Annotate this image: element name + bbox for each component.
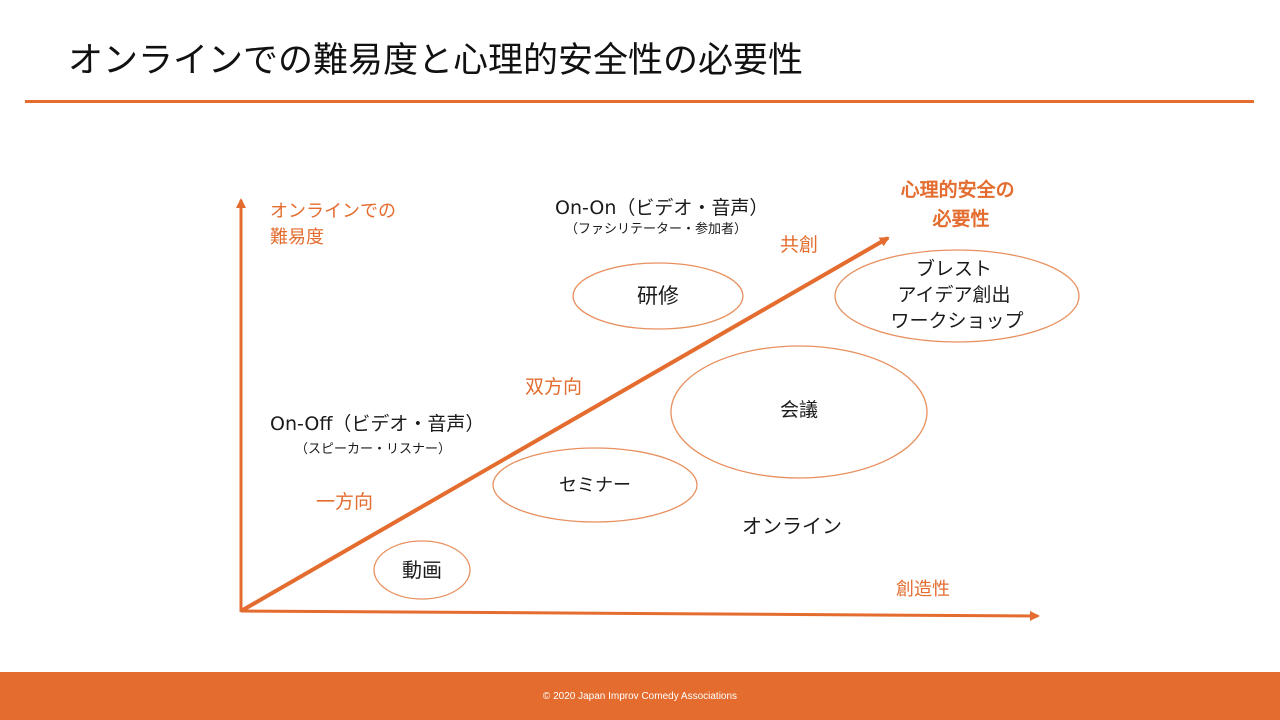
activity-workshop-ellipse — [834, 249, 1080, 343]
activity-training-label: 研修 — [637, 284, 679, 308]
activity-video-label: 動画 — [402, 558, 442, 582]
activity-seminar-ellipse — [492, 447, 698, 523]
activity-meeting-label: 会議 — [780, 399, 818, 421]
trend-label: 心理的安全の 必要性 — [901, 178, 1022, 230]
trend-arrow — [240, 236, 890, 613]
on-on-heading: On-On（ビデオ・音声） — [555, 197, 768, 219]
activity-training-ellipse — [572, 262, 744, 330]
activity-seminar-label: セミナー — [559, 475, 631, 496]
footer-bar: © 2020 Japan Improv Comedy Associations — [0, 672, 1280, 720]
y-axis-label-line-2: 難易度 — [270, 227, 324, 248]
title-divider — [25, 100, 1254, 103]
trend-label-line-1: 心理的安全の — [901, 178, 1015, 201]
on-on-subheading: （ファシリテーター・参加者） — [565, 221, 747, 237]
stage-one-way: 一方向 — [316, 491, 373, 513]
trend-label-line-2: 必要性 — [931, 207, 989, 230]
activity-workshop-line-2: アイデア創出 — [897, 284, 1010, 306]
y-axis-label: オンラインでの 難易度 — [270, 201, 402, 248]
activity-meeting-ellipse — [670, 345, 928, 479]
x-axis-label: 創造性 — [896, 579, 950, 600]
activity-workshop-line-3: ワークショップ — [890, 310, 1023, 332]
stage-two-way: 双方向 — [525, 376, 582, 398]
footer-copyright: © 2020 Japan Improv Comedy Associations — [542, 690, 738, 702]
y-axis-label-line-1: オンラインでの — [270, 201, 396, 222]
slide-title: オンラインでの難易度と心理的安全性の必要性 — [68, 41, 804, 81]
x-axis-arrow — [240, 609, 1040, 621]
activity-video-ellipse — [373, 540, 471, 600]
on-off-subheading: （スピーカー・リスナー） — [295, 442, 451, 457]
stage-co-creation: 共創 — [780, 234, 818, 256]
on-off-heading: On-Off（ビデオ・音声） — [270, 413, 484, 435]
online-label: オンライン — [742, 514, 842, 538]
activity-workshop-label: ブレスト アイデア創出 ワークショップ — [890, 257, 1023, 332]
title-divider-line — [25, 100, 1254, 103]
activity-workshop-line-1: ブレスト — [916, 257, 992, 280]
